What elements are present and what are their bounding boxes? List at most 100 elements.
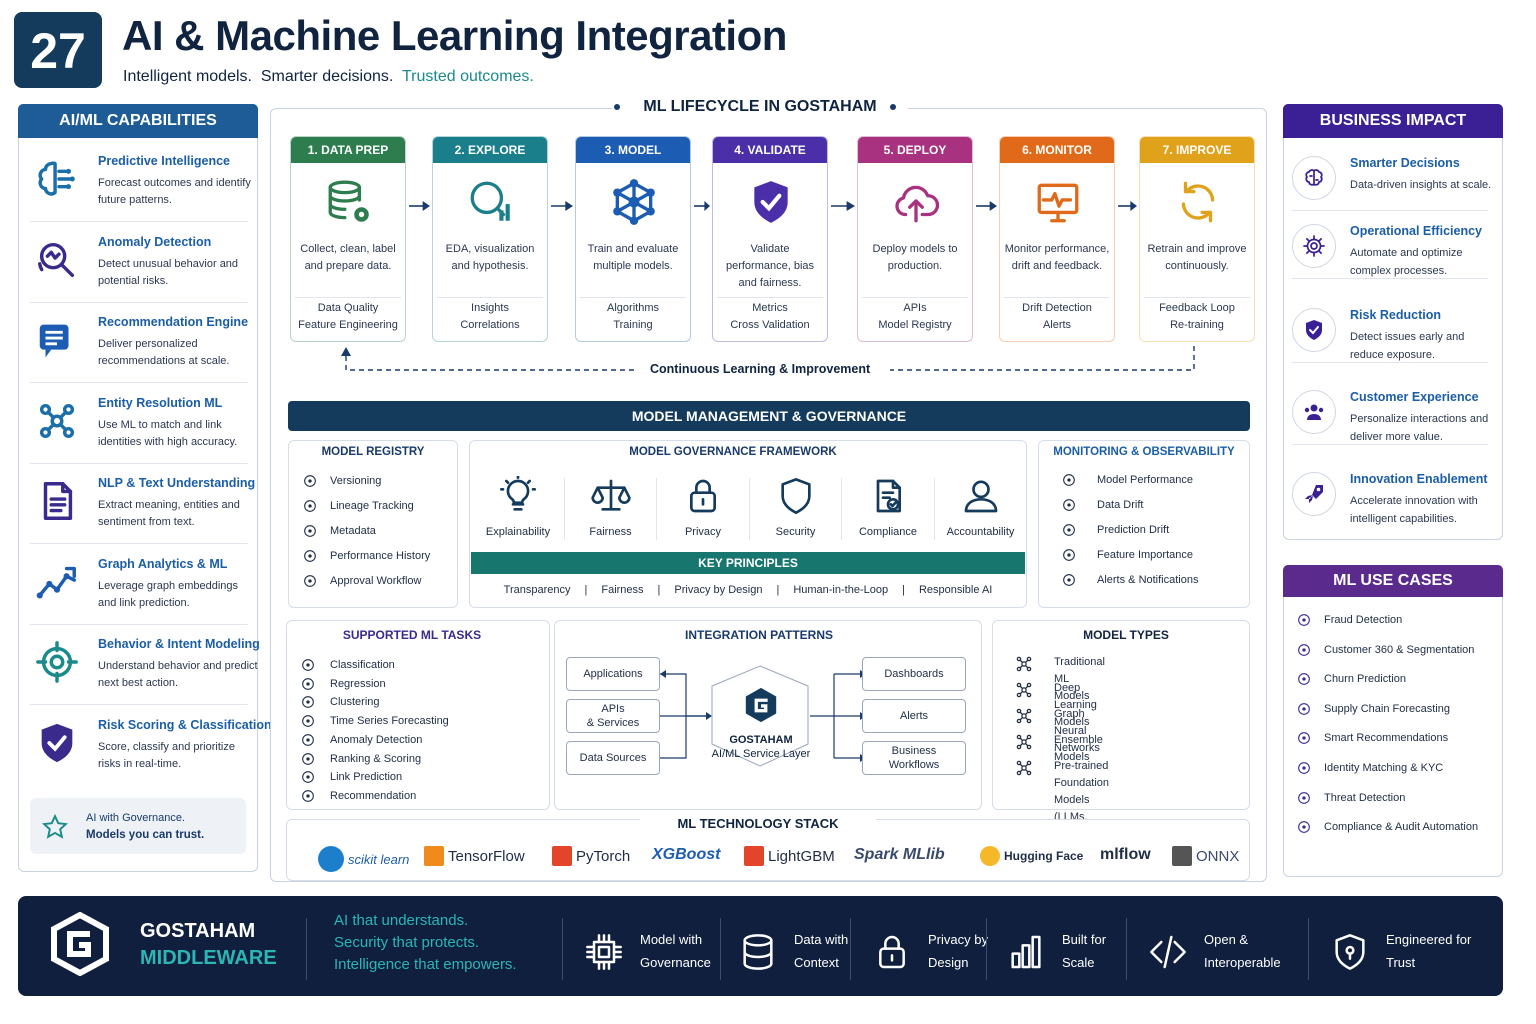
registry-item-icon xyxy=(302,498,318,514)
use-case-icon xyxy=(1296,612,1312,628)
shield-check-icon xyxy=(1292,308,1336,352)
page-title: AI & Machine Learning Integration xyxy=(122,12,787,59)
ml-task-item-label: Recommendation xyxy=(330,789,417,802)
footer-feature-line: Engineered for xyxy=(1386,932,1472,947)
users-icon xyxy=(1292,390,1336,434)
lifecycle-step-detail: Training xyxy=(613,319,653,331)
ml-task-item-label: Time Series Forecasting xyxy=(330,715,449,728)
tech-stack-item: ONNX xyxy=(1172,846,1239,866)
gear-icon xyxy=(1292,224,1336,268)
footer-feature-line: Data with xyxy=(794,932,849,947)
footer-feature-line: Context xyxy=(794,955,839,970)
use-case-icon xyxy=(1296,642,1312,658)
brain-icon xyxy=(1292,156,1336,200)
tech-stack-item: Spark MLlib xyxy=(854,846,945,864)
footer-divider xyxy=(306,918,307,980)
hub-label-1: GOSTAHAM xyxy=(729,734,793,746)
principle-item: Privacy by Design xyxy=(674,584,763,596)
governance-divider xyxy=(748,478,750,540)
footer-feature-line: Model with xyxy=(640,932,703,947)
subtitle-part-1: Intelligent models. xyxy=(123,68,252,85)
use-case-icon xyxy=(1296,701,1312,717)
shield-lock-icon xyxy=(1330,932,1370,972)
lifecycle-step-label: 1. DATA PREP xyxy=(291,137,405,163)
lifecycle-step-label: 3. MODEL xyxy=(576,137,690,163)
document-icon xyxy=(34,478,80,524)
capabilities-heading: AI/ML CAPABILITIES xyxy=(18,104,258,138)
footer-feature-label: Open &Interoperable xyxy=(1204,928,1281,974)
capability-title: NLP & Text Understanding xyxy=(98,476,256,490)
monitoring-item-icon xyxy=(1061,472,1077,488)
registry-item-icon xyxy=(302,473,318,489)
registry-item-label: Metadata xyxy=(330,525,376,537)
continuous-loop-arrow xyxy=(341,346,1195,371)
governance-callout: AI with Governance. Models you can trust… xyxy=(30,798,246,854)
ml-tasks-panel xyxy=(286,620,550,810)
tech-stack-item: TensorFlow xyxy=(424,846,525,866)
registry-item-icon xyxy=(302,523,318,539)
business-impact-divider xyxy=(1292,278,1488,279)
governance-item-label: Security xyxy=(775,526,816,538)
brain-circuit-icon xyxy=(34,156,80,202)
loop-label: Continuous Learning & Improvement xyxy=(650,362,871,376)
shield-check-icon xyxy=(34,720,80,766)
governance-item: Explainability xyxy=(469,476,567,538)
lifecycle-step-description: EDA, visualization and hypothesis. xyxy=(445,243,535,272)
use-case-item-label: Churn Prediction xyxy=(1324,673,1406,686)
scales-icon xyxy=(590,476,631,516)
integration-source-box: Data Sources xyxy=(566,741,660,775)
capability-title: Anomaly Detection xyxy=(98,234,212,249)
footer-feature-line: Scale xyxy=(1062,955,1095,970)
shield-check-icon xyxy=(776,476,816,516)
tech-stack-label: scikit learn xyxy=(348,851,410,867)
monitoring-heading: MONITORING & OBSERVABILITY xyxy=(1053,446,1235,458)
business-impact-title: Innovation Enablement xyxy=(1350,472,1488,486)
integration-target-box: Alerts xyxy=(862,699,966,733)
business-impact-title: Customer Experience xyxy=(1350,390,1479,404)
model-type-label: Ensemble Models xyxy=(1054,734,1103,763)
tech-stack-heading: ML TECHNOLOGY STACK xyxy=(640,816,876,831)
monitoring-item-label: Prediction Drift xyxy=(1097,524,1170,536)
scikit-learn-logo-icon xyxy=(318,846,344,872)
heading-dot-right xyxy=(890,104,896,110)
business-impact-title: Risk Reduction xyxy=(1350,308,1441,322)
task-icon xyxy=(300,751,316,767)
lifecycle-step-detail: Model Registry xyxy=(878,319,952,331)
bar-chart-icon xyxy=(1006,932,1046,972)
governance-item: Accountability xyxy=(932,476,1030,538)
principle-item: Fairness xyxy=(601,584,644,596)
monitoring-item-icon xyxy=(1061,572,1077,588)
arrow-right-icon xyxy=(409,200,430,212)
database-icon xyxy=(738,932,778,972)
use-case-icon xyxy=(1296,760,1312,776)
tensorflow-logo-icon xyxy=(424,846,444,866)
ml-task-item-label: Clustering xyxy=(330,696,380,709)
footer-divider xyxy=(986,918,987,980)
lifecycle-step-detail: Cross Validation xyxy=(730,319,810,331)
onnx-logo-icon xyxy=(1172,846,1192,866)
lifecycle-step-detail: Correlations xyxy=(460,319,520,331)
footer-feature-line: Governance xyxy=(640,955,711,970)
lifecycle-heading: ML LIFECYCLE IN GOSTAHAM xyxy=(612,98,908,118)
graph-analytics-icon xyxy=(34,559,80,605)
principle-item: Responsible AI xyxy=(918,584,993,596)
lock-icon xyxy=(872,932,912,972)
capability-title: Behavior & Intent Modeling xyxy=(98,637,260,651)
registry-item-icon xyxy=(302,573,318,589)
footer-feature-line: Open & xyxy=(1204,932,1249,947)
task-icon xyxy=(300,694,316,710)
lifecycle-step-description: Validate performance, bias and fairness. xyxy=(725,243,815,289)
monitoring-item-label: Model Performance xyxy=(1097,474,1193,486)
network-model-icon xyxy=(609,177,659,227)
governance-item-label: Compliance xyxy=(858,526,918,538)
principle-item: Transparency xyxy=(503,584,571,596)
